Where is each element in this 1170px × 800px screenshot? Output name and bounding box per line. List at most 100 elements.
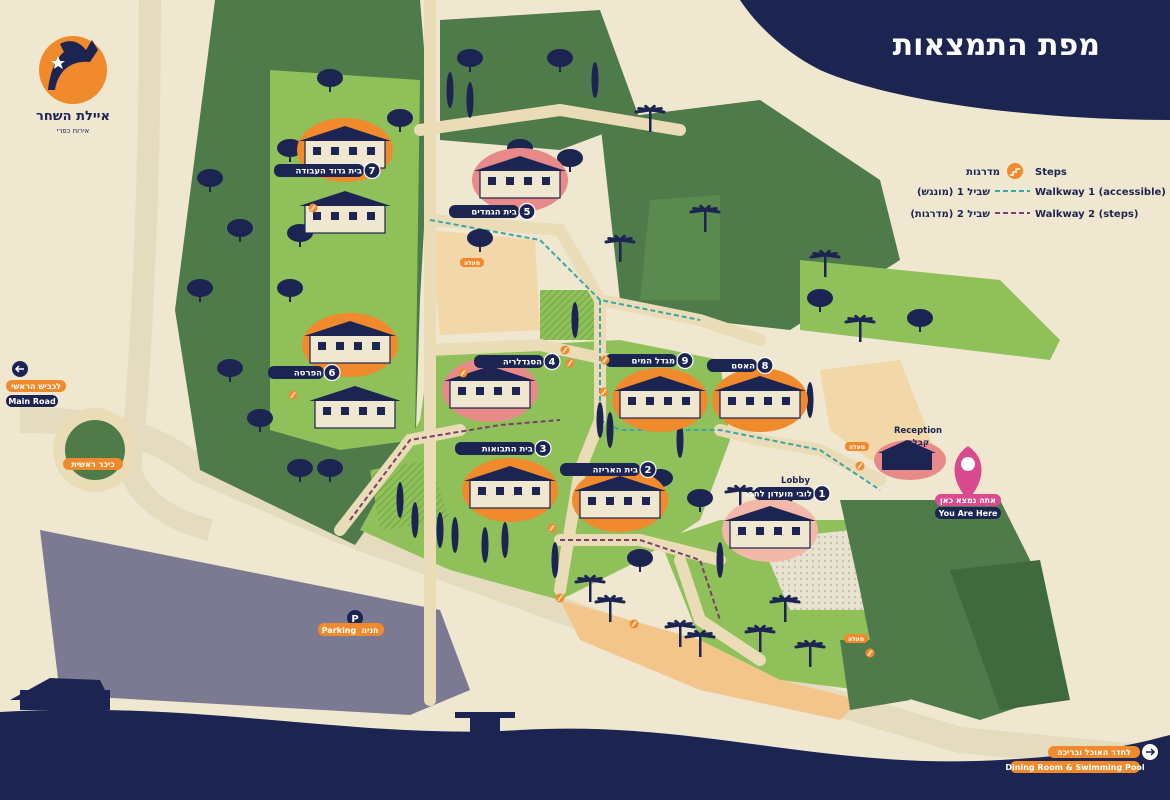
- steps-icon: [1007, 163, 1023, 179]
- legend-walkway1-he: שביל 1 (מונגש): [917, 187, 990, 198]
- legend-steps-he: מדרגות: [966, 167, 1000, 178]
- reception[interactable]: Reception קבלה: [874, 426, 946, 480]
- building-2[interactable]: בית האריזה 2: [560, 460, 668, 533]
- parking-sign[interactable]: P Parking חניה: [318, 610, 384, 636]
- building-window: [349, 147, 357, 155]
- steps-icon: [565, 358, 575, 368]
- building-label-pill: [560, 463, 640, 476]
- building-number: 9: [682, 356, 689, 367]
- building-number-badge: [756, 356, 774, 375]
- tree-icon: [557, 149, 583, 172]
- building-window: [367, 212, 375, 220]
- legend-walkway2-en: Walkway 2 (steps): [1035, 209, 1138, 220]
- building-number: 3: [540, 444, 547, 455]
- steps-icon: [555, 593, 565, 603]
- building-window: [506, 177, 514, 185]
- steps-icon: [288, 390, 298, 400]
- building-name: לובי מועדון לחבר: [743, 490, 812, 500]
- dining-en: Dining Room & Swimming Pool: [1005, 763, 1144, 772]
- building-label-pill: [449, 205, 519, 218]
- building-roof: [309, 386, 401, 401]
- tree-icon: [547, 49, 573, 72]
- logo-name: איילת השחר: [36, 109, 110, 124]
- building-number: 5: [524, 207, 531, 218]
- slope-labels: מעלה מעלה מעלה: [460, 258, 869, 643]
- steps-icon: [855, 461, 865, 471]
- building-roof: [299, 126, 391, 141]
- building-window: [746, 397, 754, 405]
- tree-icon: [197, 169, 223, 192]
- building-window: [738, 527, 746, 535]
- palm-tree-icon: [744, 624, 776, 652]
- logo-tagline: אירוח כפרי: [57, 127, 90, 135]
- main-road-sign[interactable]: לכביש הראשי Main Road: [6, 361, 66, 407]
- building-window: [349, 212, 357, 220]
- legend-walkway2-he: שביל 2 (מדרגות): [910, 209, 990, 220]
- you-are-here[interactable]: אתה נמצא כאן You Are Here: [935, 446, 1001, 519]
- building-number-badge: [639, 460, 657, 479]
- slope-label-3: מעלה: [848, 636, 864, 643]
- roundabout-label: כיכר ראשית: [71, 460, 115, 469]
- steps-icon: [547, 523, 557, 533]
- building-window: [664, 397, 672, 405]
- tree-icon: [467, 229, 493, 252]
- building-window: [532, 487, 540, 495]
- goat-logo-icon: [48, 40, 98, 90]
- palm-tree-icon: [689, 204, 721, 232]
- building-name: בית האריזה: [593, 466, 638, 476]
- palm-tree-icon: [769, 594, 801, 622]
- building-window: [313, 212, 321, 220]
- tree-icon: [277, 279, 303, 302]
- tree-icon: [247, 409, 273, 432]
- building-name: הפרסה: [294, 369, 322, 379]
- building-window: [367, 147, 375, 155]
- building-window: [628, 397, 636, 405]
- cypress-tree-icon: [446, 72, 454, 108]
- you-are-here-he: אתה נמצא כאן: [940, 496, 996, 505]
- building-number: 2: [645, 465, 652, 476]
- parking-icon: [347, 610, 363, 626]
- cypress-tree-icon: [436, 512, 444, 548]
- cypress-tree-icon: [396, 482, 404, 518]
- building-roof: [724, 506, 816, 521]
- building-label-pill: [455, 442, 535, 455]
- tree-icon: [217, 359, 243, 382]
- palm-tree-icon: [794, 639, 826, 667]
- building-window: [524, 177, 532, 185]
- building-number: 1: [819, 489, 826, 500]
- building-name-en: Lobby: [781, 476, 810, 486]
- tree-icon: [387, 109, 413, 132]
- tree-icon: [187, 279, 213, 302]
- building-1[interactable]: לובי מועדון לחבר 1 Lobby: [722, 476, 831, 562]
- building-number: 7: [369, 166, 376, 177]
- reception-label-en: Reception: [894, 426, 942, 436]
- roundabout: כיכר ראשית: [53, 408, 137, 492]
- building-number: 4: [549, 357, 556, 368]
- building-window: [372, 342, 380, 350]
- building-window: [646, 397, 654, 405]
- palm-tree-icon: [684, 629, 716, 657]
- building-label-pill: [474, 355, 544, 368]
- dining-room-sign[interactable]: לחדר האוכל ובריכה Dining Room & Swimming…: [1005, 744, 1158, 773]
- cypress-tree-icon: [481, 527, 489, 563]
- building-7[interactable]: בית גדוד העבודה 7: [274, 118, 393, 234]
- building-roof: [444, 366, 536, 381]
- palm-tree-icon: [809, 249, 841, 277]
- building-window: [478, 487, 486, 495]
- building-window: [512, 387, 520, 395]
- building-window: [336, 342, 344, 350]
- building-number-badge: [363, 161, 381, 180]
- building-roof: [714, 376, 806, 391]
- building-window: [496, 487, 504, 495]
- tree-icon: [907, 309, 933, 332]
- bottom-band: [0, 678, 1170, 800]
- building-number-badge: [813, 484, 831, 503]
- building-name: בית גדוד העבודה: [295, 167, 362, 177]
